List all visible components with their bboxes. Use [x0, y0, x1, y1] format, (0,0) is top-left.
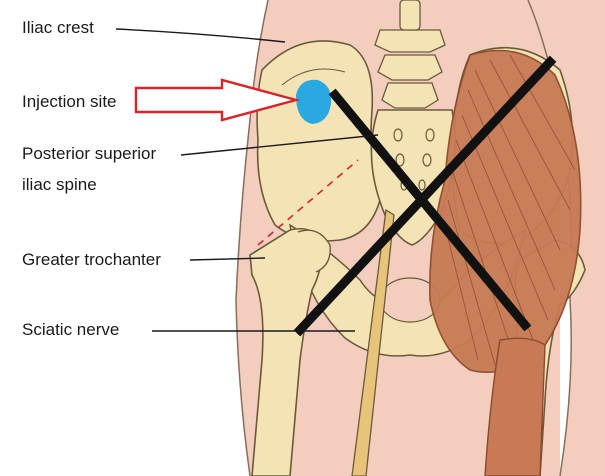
label-iliac-spine: iliac spine	[22, 174, 97, 195]
label-iliac-crest: Iliac crest	[22, 17, 94, 38]
label-sciatic-nerve: Sciatic nerve	[22, 319, 119, 340]
label-greater-trochanter: Greater trochanter	[22, 249, 161, 270]
leader-iliac-crest	[116, 29, 285, 42]
label-injection-site: Injection site	[22, 91, 117, 112]
label-posterior-superior: Posterior superior	[22, 143, 156, 164]
